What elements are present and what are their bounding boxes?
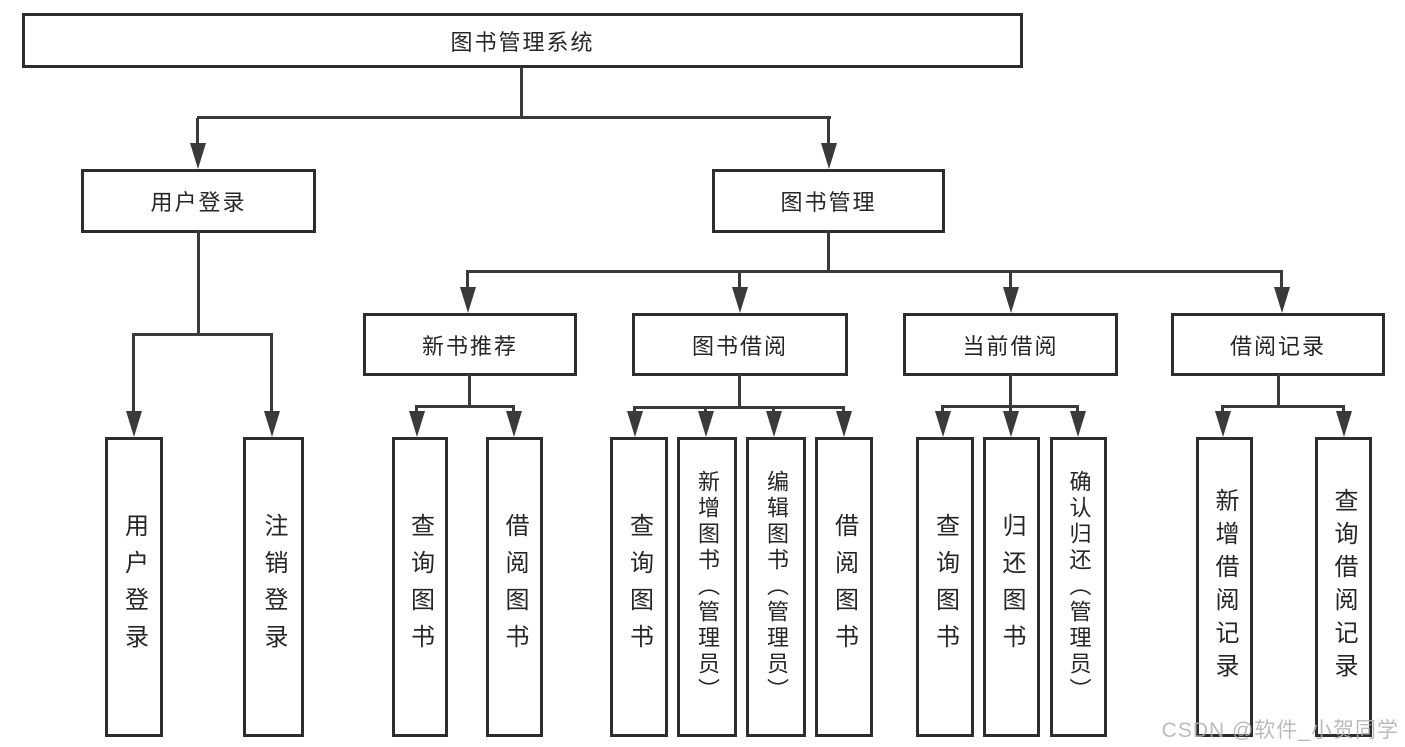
connector-line [772,406,775,415]
connector-line [1009,270,1012,290]
connector-line [1009,374,1012,407]
leaf-return-books: 归还图书 [983,437,1040,737]
node-book-management: 图书管理 [712,169,945,233]
arrow-down-icon [1003,287,1019,313]
leaf-query-books-recommend: 查询图书 [392,437,448,737]
arrow-down-icon [190,143,206,169]
leaf-edit-books-admin: 编辑图书（管理员） [746,437,806,737]
connector-line [466,270,469,290]
connector-line [1280,270,1283,290]
connector-line [132,333,135,413]
node-book-borrow: 图书借阅 [632,313,848,376]
arrow-down-icon [1336,411,1352,437]
connector-line [827,118,830,145]
connector-line [132,333,273,336]
arrow-down-icon [1003,411,1019,437]
arrow-down-icon [264,411,280,437]
arrow-down-icon [1274,287,1290,313]
node-user-login: 用户登录 [81,169,316,233]
connector-line [1342,405,1345,415]
leaf-logout: 注销登录 [243,437,304,737]
node-borrow-records: 借阅记录 [1171,313,1385,376]
leaf-query-books-borrow: 查询图书 [610,437,668,737]
csdn-watermark: CSDN @软件_小贺同学 [1161,719,1399,742]
connector-line [827,231,830,272]
leaf-add-books-admin: 新增图书（管理员） [677,437,737,737]
arrow-down-icon [732,287,748,313]
connector-line [1277,374,1280,407]
connector-line [704,406,707,415]
arrow-down-icon [409,411,425,437]
connector-line [197,231,200,335]
connector-line [196,118,199,145]
arrow-down-icon [766,411,782,437]
connector-line [941,405,944,415]
connector-line [738,270,741,290]
arrow-down-icon [506,411,522,437]
arrow-down-icon [1070,411,1086,437]
connector-line [633,406,845,409]
arrow-down-icon [1215,411,1231,437]
connector-line [197,116,831,119]
connector-line [1076,405,1079,415]
arrow-down-icon [627,411,643,437]
leaf-user-login: 用户登录 [105,437,163,737]
leaf-borrow-books: 借阅图书 [815,437,873,737]
connector-line [842,406,845,415]
arrow-down-icon [126,411,142,437]
connector-line [1221,405,1224,415]
leaf-query-books-current: 查询图书 [916,437,974,737]
leaf-add-borrow-record: 新增借阅记录 [1196,437,1253,737]
leaf-confirm-return-admin: 确认归还（管理员） [1050,437,1107,737]
arrow-down-icon [821,143,837,169]
node-current-borrow: 当前借阅 [903,313,1118,376]
arrow-down-icon [698,411,714,437]
connector-line [520,68,523,118]
connector-line [466,270,1283,273]
connector-line [738,374,741,408]
connector-line [1009,405,1012,415]
connector-line [468,374,471,407]
connector-line [415,405,418,415]
connector-line [415,405,515,408]
connector-line [512,405,515,415]
node-root: 图书管理系统 [22,13,1023,68]
arrow-down-icon [836,411,852,437]
connector-line [270,333,273,413]
leaf-query-borrow-record: 查询借阅记录 [1315,437,1372,737]
arrow-down-icon [460,287,476,313]
connector-line [633,406,636,415]
connector-line [1221,405,1345,408]
arrow-down-icon [935,411,951,437]
node-new-book-recommend: 新书推荐 [363,313,577,376]
leaf-borrow-books-recommend: 借阅图书 [486,437,543,737]
